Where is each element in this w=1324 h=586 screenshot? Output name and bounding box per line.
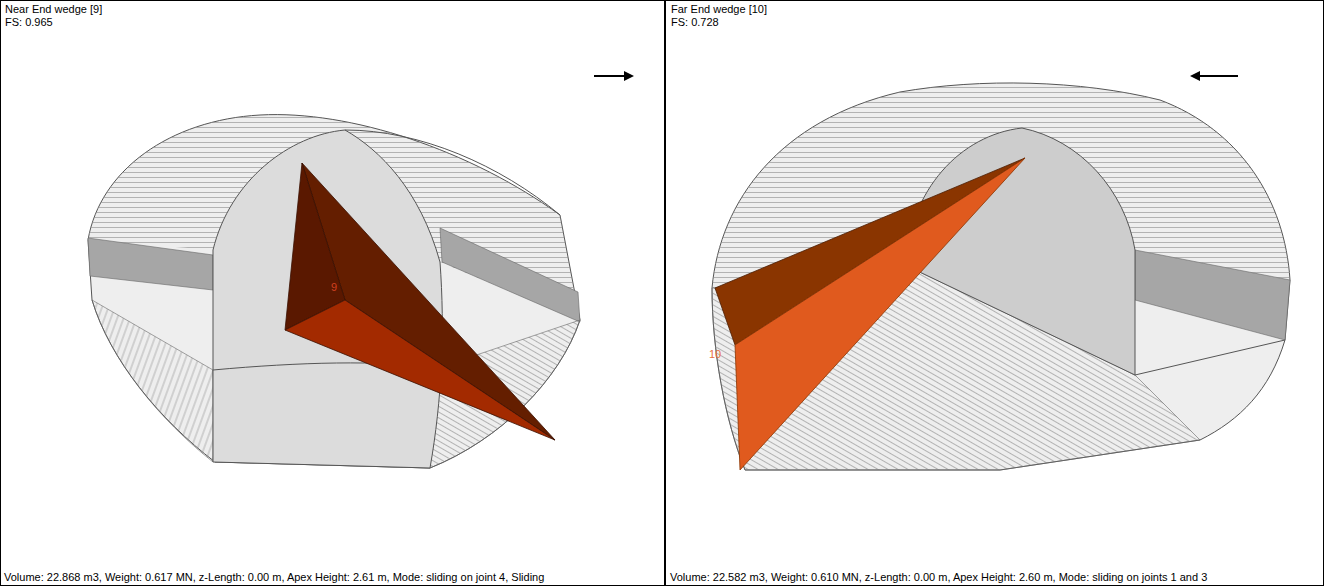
wedge-number: 9 (331, 281, 337, 294)
factor-of-safety: FS: 0.728 (671, 16, 719, 29)
view-heading: Near End wedge [9] (5, 3, 102, 16)
divider (664, 0, 666, 586)
wedge-properties: Volume: 22.868 m3, Weight: 0.617 MN, z-L… (4, 571, 544, 584)
factor-of-safety: FS: 0.965 (5, 16, 53, 29)
wedge-number: 10 (709, 348, 721, 361)
wedge-properties: Volume: 22.582 m3, Weight: 0.610 MN, z-L… (670, 571, 1207, 584)
far-end-tunnel (712, 71, 1290, 470)
view-heading: Far End wedge [10] (671, 3, 767, 16)
near-end-tunnel (88, 71, 634, 468)
